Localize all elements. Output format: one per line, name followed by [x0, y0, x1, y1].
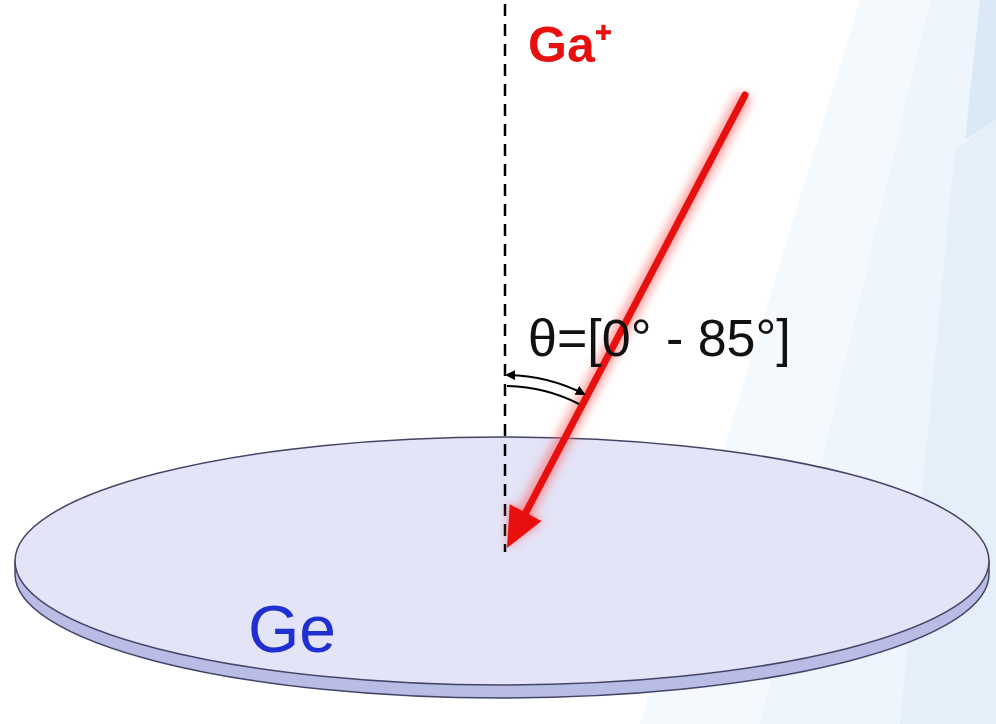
angle-range-label: θ=[0° - 85°]	[528, 312, 791, 364]
ion-label: Ga⁺	[528, 20, 612, 70]
disk-outline	[8, 428, 996, 708]
material-label: Ge	[248, 596, 336, 662]
wafer-disk: Ge	[8, 428, 996, 708]
